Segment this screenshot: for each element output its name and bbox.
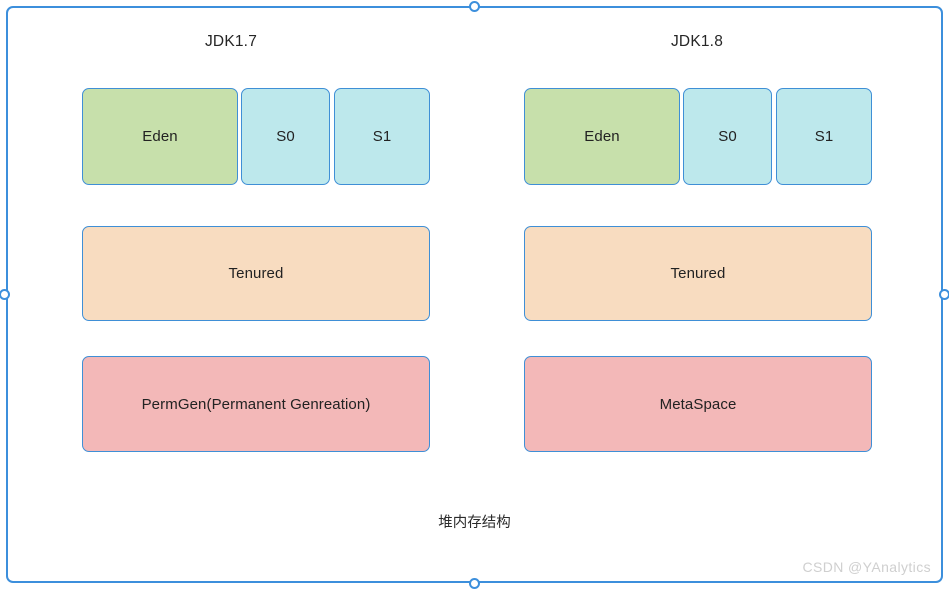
- resize-handle-right[interactable]: [939, 289, 949, 300]
- memory-box-tenured-jdk17[interactable]: Tenured: [82, 226, 430, 321]
- memory-box-eden-jdk18[interactable]: Eden: [524, 88, 680, 185]
- memory-box-s0-jdk17[interactable]: S0: [241, 88, 330, 185]
- memory-box-s1-jdk17[interactable]: S1: [334, 88, 430, 185]
- csdn-watermark: CSDN @YAnalytics: [802, 559, 931, 575]
- column-title-jdk18: JDK1.8: [670, 33, 724, 50]
- memory-box-tenured-jdk18[interactable]: Tenured: [524, 226, 872, 321]
- resize-handle-left[interactable]: [0, 289, 10, 300]
- column-title-jdk17: JDK1.7: [204, 33, 258, 50]
- resize-handle-top[interactable]: [469, 1, 480, 12]
- memory-box-s1-jdk18[interactable]: S1: [776, 88, 872, 185]
- memory-box-s0-jdk18[interactable]: S0: [683, 88, 772, 185]
- memory-box-metaspace-jdk18[interactable]: MetaSpace: [524, 356, 872, 452]
- memory-box-permgen-jdk17[interactable]: PermGen(Permanent Genreation): [82, 356, 430, 452]
- resize-handle-bottom[interactable]: [469, 578, 480, 589]
- diagram-caption: 堆内存结构: [438, 515, 511, 531]
- memory-box-eden-jdk17[interactable]: Eden: [82, 88, 238, 185]
